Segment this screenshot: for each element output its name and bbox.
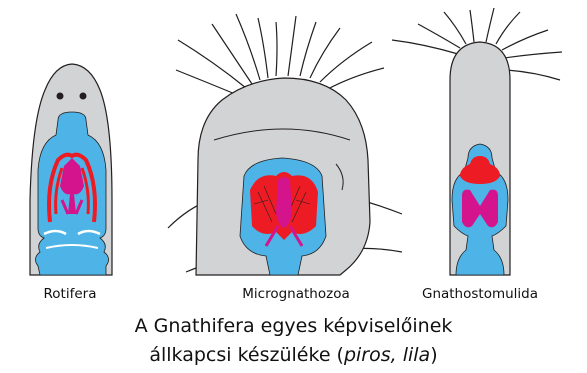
rotifera-eyespot <box>80 93 87 100</box>
gnathostomulida-label: Gnathostomulida <box>422 286 538 302</box>
caption-line-2-suffix: ) <box>430 344 437 366</box>
caption-line-1: A Gnathifera egyes képviselőinek <box>0 312 587 341</box>
caption-italic-colors: piros, lila <box>344 344 430 366</box>
rotifera-label: Rotifera <box>44 286 97 302</box>
micrognathozoa-figure <box>168 14 402 275</box>
caption-line-2: állkapcsi készüléke (piros, lila) <box>0 341 587 370</box>
gnathostomulida-figure <box>392 8 562 275</box>
rotifera-eyespot <box>57 93 64 100</box>
figure-caption: A Gnathifera egyes képviselőinek állkapc… <box>0 312 587 370</box>
micrognathozoa-label: Micrognathozoa <box>242 286 349 302</box>
rotifera-figure <box>30 64 112 275</box>
caption-line-2-prefix: állkapcsi készüléke ( <box>149 344 344 366</box>
micrognathozoa-jaw-purple <box>276 177 292 228</box>
